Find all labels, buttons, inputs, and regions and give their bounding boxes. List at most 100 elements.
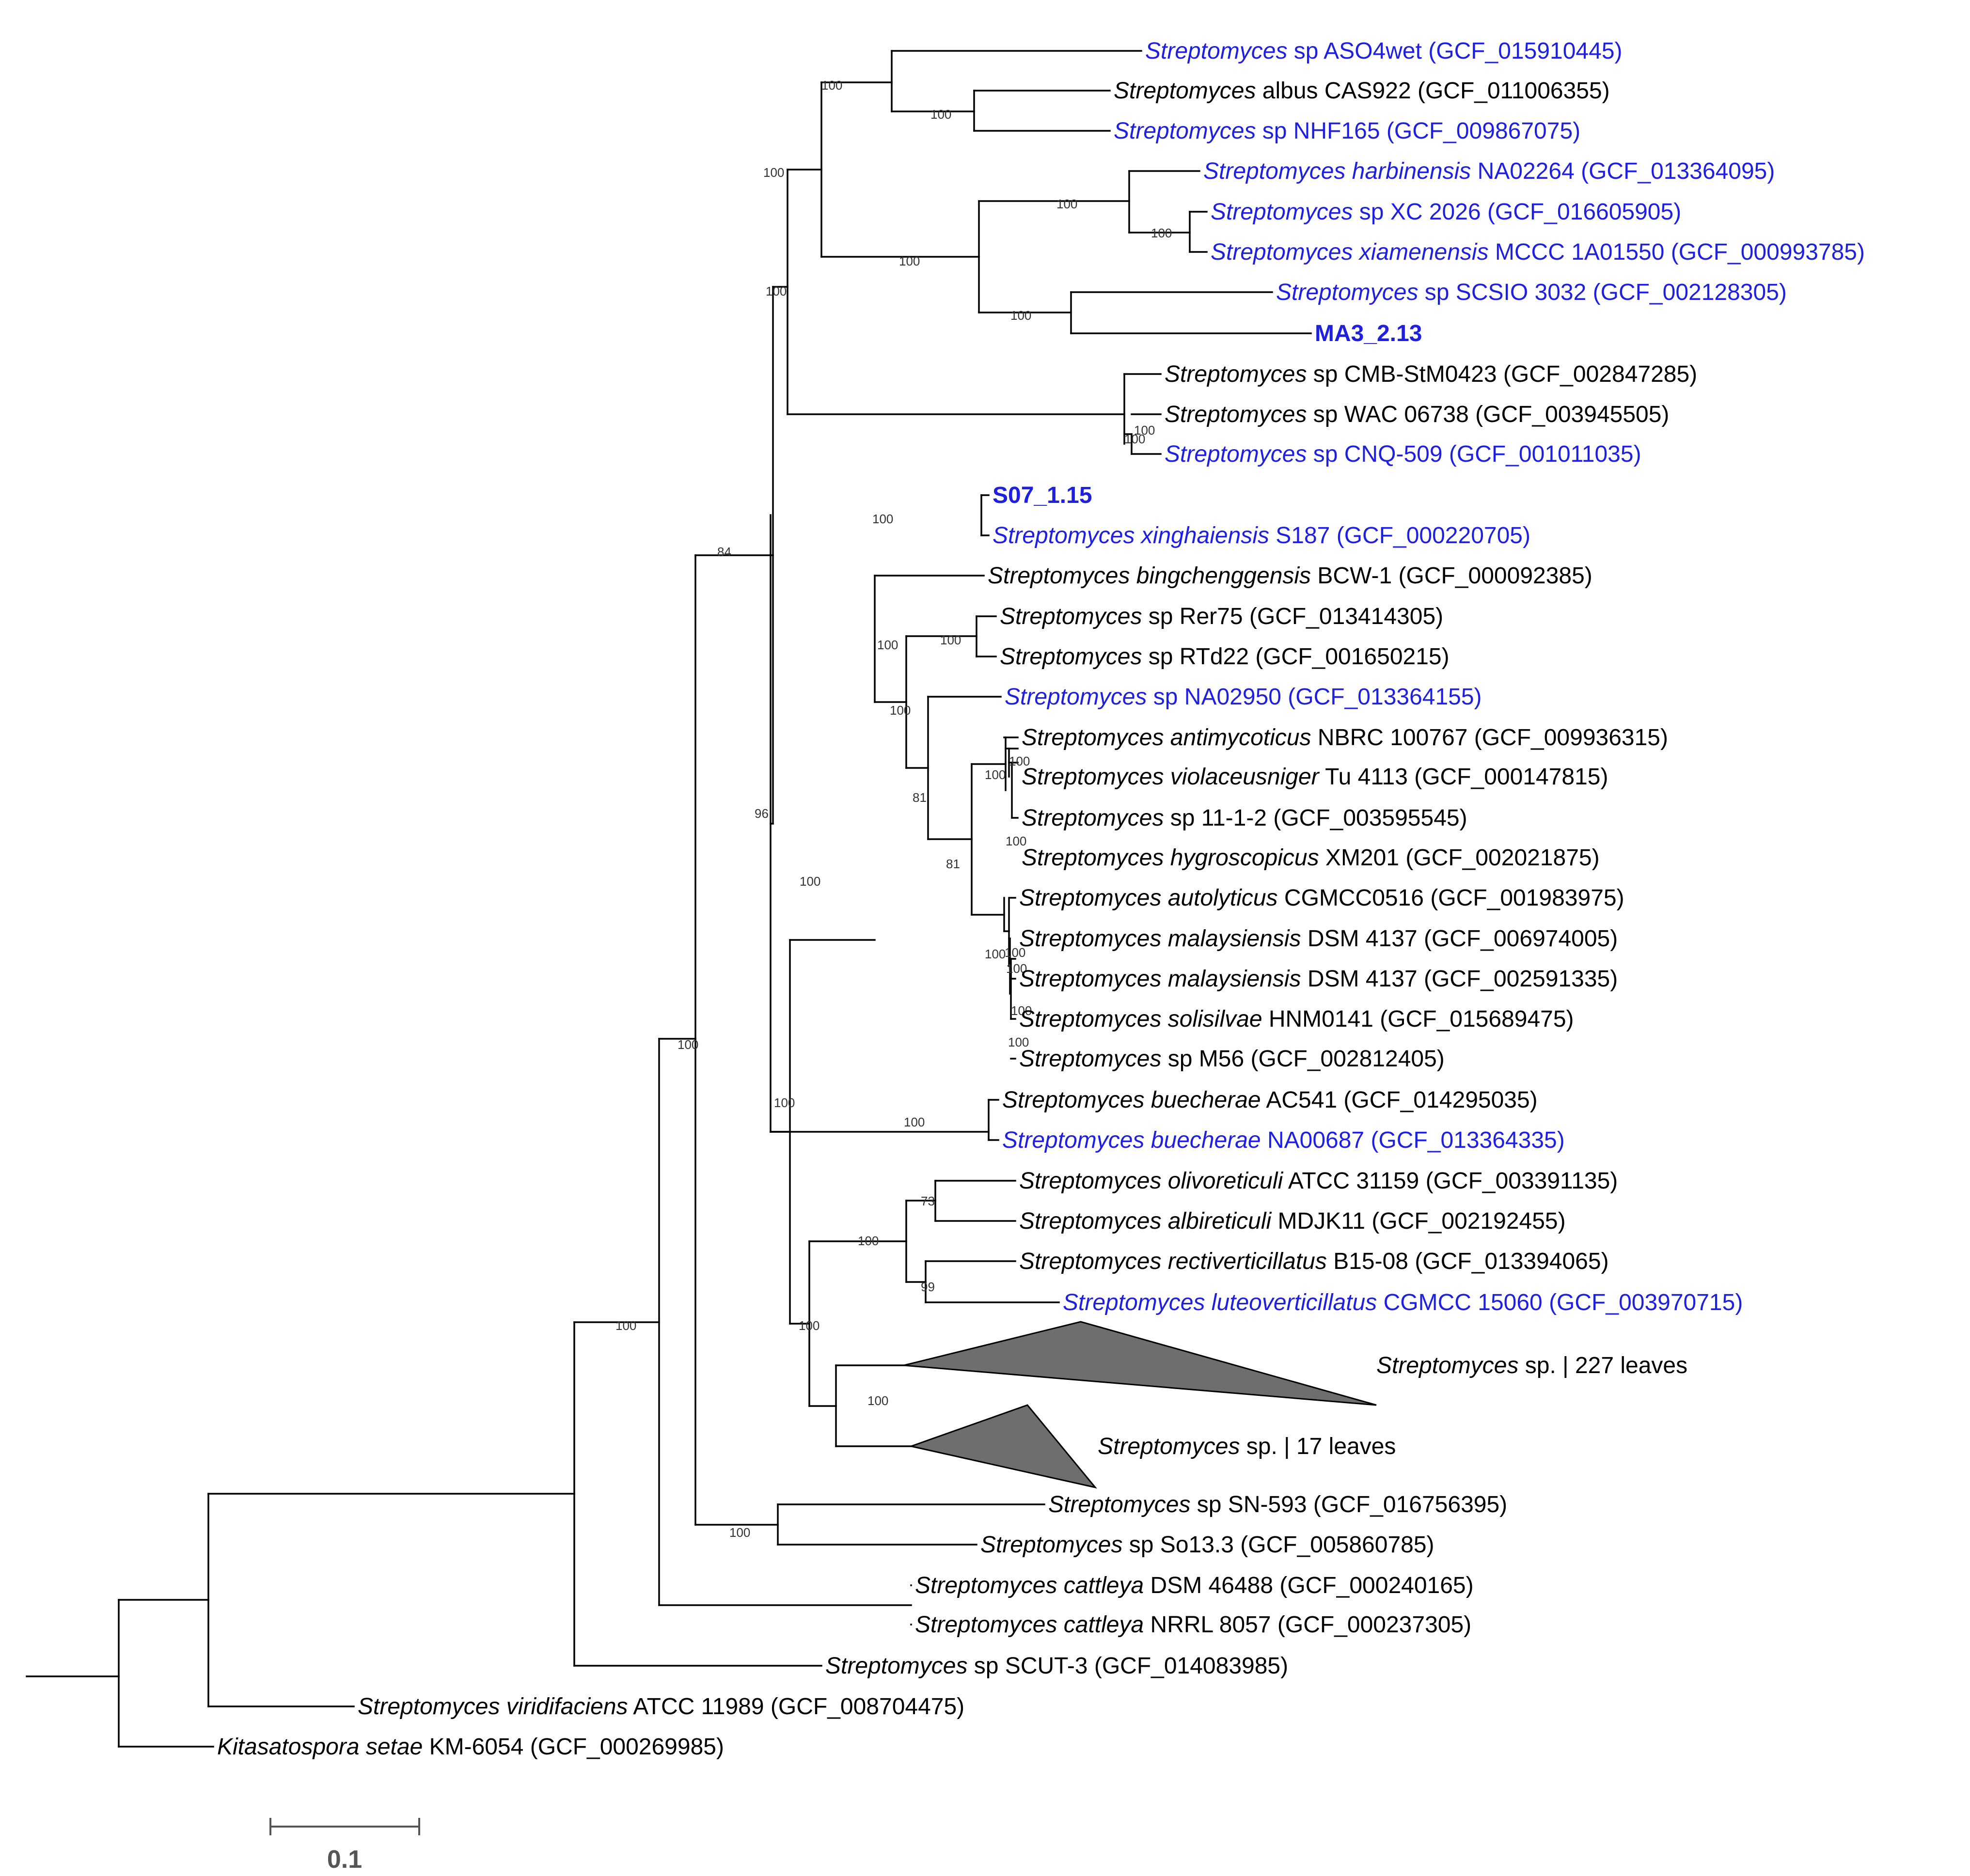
tip-label-species: Streptomyces [1048,1492,1190,1517]
tip-label-t12: S07_1.15 [993,483,1092,508]
tip-label-strain: sp ASO4wet (GCF_015910445) [1287,38,1622,64]
support-value: 100 [872,512,893,526]
tip-label-species: Streptomyces antimycoticus [1022,725,1311,750]
tip-label-strain: sp WAC 06738 (GCF_003945505) [1307,402,1669,427]
tip-label-species: Streptomyces [1000,644,1142,670]
tip-label-t2: Streptomyces albus CAS922 (GCF_011006355… [1114,78,1610,104]
support-value: 100 [904,1115,925,1129]
tip-label-strain: CGMCC 15060 (GCF_003970715) [1377,1290,1743,1315]
tip-label-strain: KM-6054 (GCF_000269985) [423,1734,724,1760]
tip-label-strain: NRRL 8057 (GCF_000237305) [1144,1612,1471,1638]
tip-label-strain: NA00687 (GCF_013364335) [1261,1127,1565,1153]
tip-label-t39: Streptomyces sp SCUT-3 (GCF_014083985) [825,1653,1288,1679]
support-value: 100 [678,1037,698,1052]
tip-label-species: Streptomyces viridifaciens [358,1694,628,1720]
tip-label-strain: S07_1.15 [993,483,1092,508]
tip-label-species: Streptomyces albireticuli [1019,1208,1272,1234]
tip-label-t1: Streptomyces sp ASO4wet (GCF_015910445) [1145,38,1623,64]
tip-label-strain: sp So13.3 (GCF_005860785) [1122,1532,1434,1558]
tip-label-species: Streptomyces harbinensis [1203,158,1471,184]
tip-label-t31: Streptomyces rectiverticillatus B15-08 (… [1019,1249,1609,1274]
support-value: 100 [1008,1035,1029,1049]
support-value: 100 [1011,1003,1032,1018]
support-value: 100 [985,947,1006,961]
tip-label-t11: Streptomyces sp CNQ-509 (GCF_001011035) [1165,441,1641,467]
support-value: 100 [867,1393,888,1408]
tip-label-species: Streptomyces [1098,1434,1240,1459]
tip-label-t37: Streptomyces cattleya DSM 46488 (GCF_000… [915,1573,1474,1598]
tip-label-t7: Streptomyces sp SCSIO 3032 (GCF_00212830… [1276,280,1787,305]
support-value: 100 [763,165,784,180]
tip-label-strain: NA02264 (GCF_013364095) [1471,158,1775,184]
tip-label-strain: ATCC 31159 (GCF_003391135) [1283,1168,1618,1194]
tip-label-strain: sp SCUT-3 (GCF_014083985) [967,1653,1288,1679]
tip-label-t36: Streptomyces sp So13.3 (GCF_005860785) [980,1532,1434,1558]
tip-label-t41: Kitasatospora setae KM-6054 (GCF_0002699… [217,1734,724,1760]
tip-label-t27: Streptomyces buecherae AC541 (GCF_014295… [1002,1087,1538,1113]
tip-label-strain: sp SCSIO 3032 (GCF_002128305) [1418,280,1786,305]
tip-label-species: Streptomyces [1165,441,1307,467]
support-value: 100 [940,633,961,647]
tip-label-strain: sp SN-593 (GCF_016756395) [1190,1492,1507,1517]
collapsed-clade-227-leaves [903,1321,1377,1406]
tip-label-species: Streptomyces [1145,38,1287,64]
tip-label-strain: sp NA02950 (GCF_013364155) [1147,684,1481,710]
support-value: 100 [890,703,911,718]
tip-label-species: Streptomyces hygroscopicus [1022,845,1319,871]
tip-label-strain: Tu 4113 (GCF_000147815) [1319,764,1608,790]
tip-label-t20: Streptomyces sp 11-1-2 (GCF_003595545) [1022,805,1467,831]
support-value: 100 [1006,834,1026,848]
tip-label-t22: Streptomyces autolyticus CGMCC0516 (GCF_… [1019,885,1624,911]
support-value: 100 [930,107,951,122]
support-value: 100 [615,1318,636,1333]
tip-label-species: Streptomyces [980,1532,1122,1558]
tip-label-strain: CGMCC0516 (GCF_001983975) [1278,885,1624,911]
support-value: 100 [1005,945,1025,960]
tip-label-species: Streptomyces buecherae [1002,1127,1261,1153]
tip-label-strain: S187 (GCF_000220705) [1269,523,1530,548]
tip-label-species: Streptomyces [1005,684,1147,710]
scale-bar-label: 0.1 [327,1845,362,1874]
tip-label-species: Streptomyces [1022,805,1164,831]
tip-label-t8: MA3_2.13 [1315,321,1422,346]
support-value: 100 [766,284,787,298]
tip-label-t25: Streptomyces solisilvae HNM0141 (GCF_015… [1019,1006,1574,1032]
support-value: 100 [1010,308,1031,323]
support-value: 96 [755,806,769,821]
support-value: 100 [800,874,820,889]
tree-branches [26,50,1312,1748]
tip-label-species: Streptomyces solisilvae [1019,1006,1262,1032]
tip-label-strain: sp 11-1-2 (GCF_003595545) [1164,805,1467,831]
support-value: 81 [913,790,927,805]
support-value: 81 [946,857,960,871]
tip-label-t14: Streptomyces bingchenggensis BCW-1 (GCF_… [988,563,1592,589]
tip-label-strain: ATCC 11989 (GCF_008704475) [628,1694,965,1720]
tip-label-species: Streptomyces [825,1653,967,1679]
support-value: 100 [1006,961,1027,976]
tip-label-species: Streptomyces xinghaiensis [993,523,1269,548]
tip-label-species: Streptomyces cattleya [915,1612,1144,1638]
tip-label-strain: BCW-1 (GCF_000092385) [1311,563,1592,589]
support-value: 99 [921,1280,935,1294]
support-value: 100 [821,78,842,93]
tip-label-strain: sp RTd22 (GCF_001650215) [1142,644,1449,670]
tip-label-t9: Streptomyces sp CMB-StM0423 (GCF_0028472… [1165,361,1697,387]
tip-label-strain: B15-08 (GCF_013394065) [1327,1249,1609,1274]
tip-label-strain: AC541 (GCF_014295035) [1261,1087,1538,1113]
tip-labels: Streptomyces sp ASO4wet (GCF_015910445)S… [217,38,1865,1760]
tip-label-t40: Streptomyces viridifaciens ATCC 11989 (G… [358,1694,964,1720]
tip-label-species: Streptomyces violaceusniger [1022,764,1320,790]
tip-label-species: Streptomyces malaysiensis [1019,966,1301,992]
tip-label-strain: MA3_2.13 [1315,321,1422,346]
tip-label-species: Streptomyces autolyticus [1019,885,1278,911]
collapsed-clade-17-leaves [908,1404,1097,1489]
tip-label-strain: NBRC 100767 (GCF_009936315) [1311,725,1668,750]
support-value: 100 [1134,423,1155,438]
tip-label-t30: Streptomyces albireticuli MDJK11 (GCF_00… [1019,1208,1566,1234]
tip-label-t32: Streptomyces luteoverticillatus CGMCC 15… [1063,1290,1743,1315]
tip-label-t15: Streptomyces sp Rer75 (GCF_013414305) [1000,604,1443,629]
tip-label-strain: sp. | 17 leaves [1240,1434,1396,1459]
tip-label-species: Streptomyces [1019,1046,1161,1072]
support-value: 100 [858,1234,879,1248]
tip-label-strain: XM201 (GCF_002021875) [1319,845,1600,871]
